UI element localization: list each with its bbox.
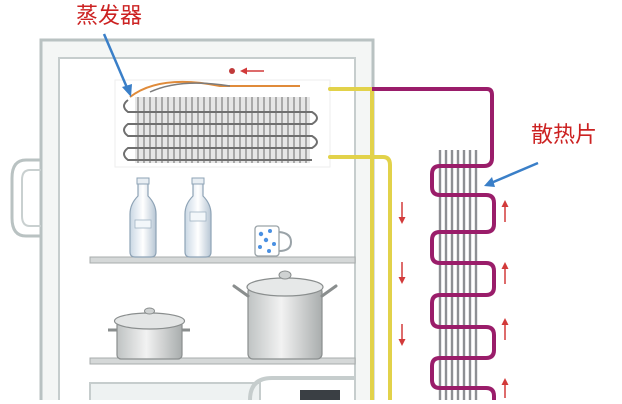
flow-arrows-up [501, 200, 509, 398]
bottle-left [129, 177, 157, 258]
condenser-label: 散热片 [531, 123, 598, 148]
flow-arrow-icon [229, 67, 264, 75]
evaporator-pointer-arrow-icon [102, 33, 132, 97]
evaporator [114, 67, 331, 168]
condenser-fins [438, 150, 478, 400]
large-pot [232, 270, 338, 360]
bottle-right [184, 177, 212, 258]
condenser [372, 87, 509, 402]
evaporator-fins [123, 80, 318, 163]
small-pot [108, 307, 190, 360]
condenser-pointer-arrow-icon [484, 161, 539, 187]
shelves [89, 256, 356, 404]
flow-arrows-down [398, 202, 406, 346]
condenser-tube [372, 87, 496, 402]
evaporator-label: 蒸发器 [76, 4, 143, 29]
cup [254, 225, 293, 257]
